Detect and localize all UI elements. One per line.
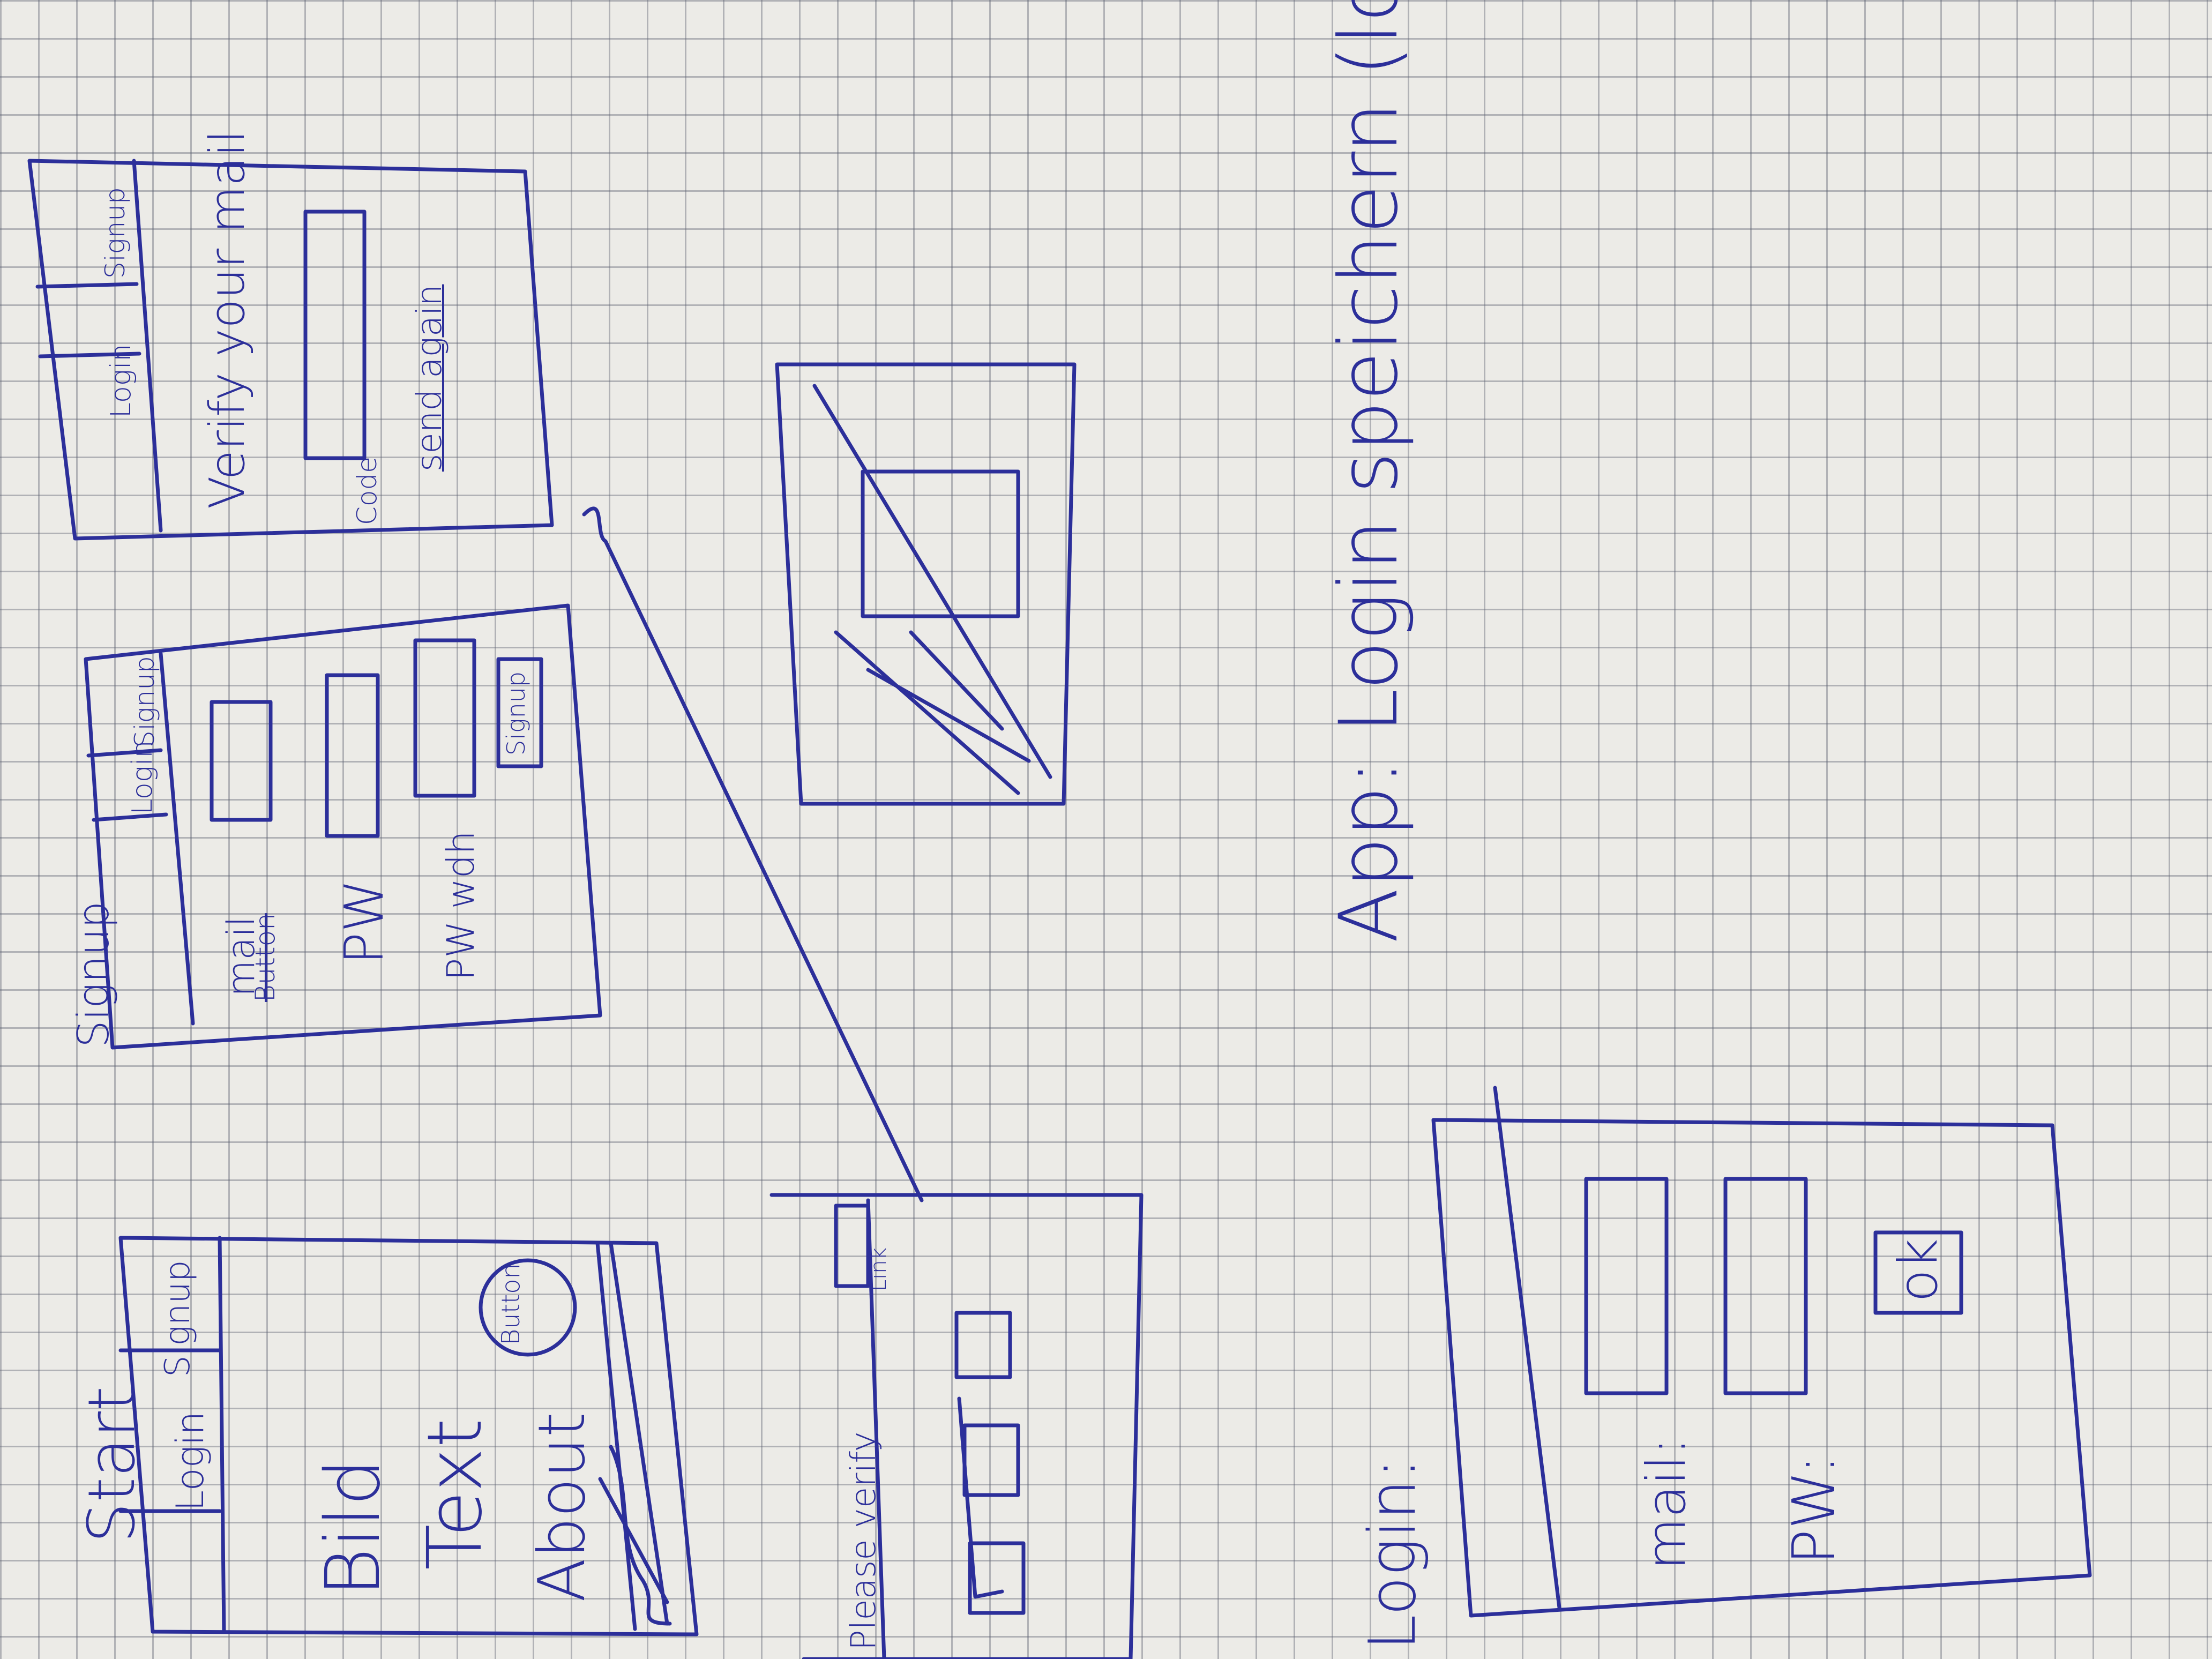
- signup-pw-wdh-text: PW wdh: [439, 831, 483, 981]
- signup-pw-text: PW: [333, 879, 395, 965]
- start-bild-text: Bild: [310, 1458, 397, 1597]
- signup-frame-outline: [84, 603, 602, 1050]
- start-button-circle: [479, 1258, 577, 1357]
- modal-hatch-4: [909, 630, 1004, 731]
- signup-button: [496, 657, 543, 768]
- signup-signup-tab-text[interactable]: Signup: [129, 656, 160, 748]
- app-note-text: App: Login speichern (lokal): [1322, 0, 1416, 943]
- signup-struck-text: Button: [250, 913, 281, 1002]
- verify-tab-line-a: [35, 282, 139, 289]
- please-verify-input-c: [968, 1541, 1026, 1615]
- verify-heading-text: Verify your mail: [199, 130, 256, 509]
- start-frame-outline: [118, 1236, 699, 1636]
- signup-mail-input: [210, 700, 273, 822]
- please-verify-header-line: [866, 1198, 886, 1659]
- start-login-tab-text[interactable]: Login: [168, 1411, 212, 1511]
- verify-signup-tab-text[interactable]: Signup: [100, 187, 131, 279]
- start-footer-line-b: [609, 1241, 669, 1626]
- signup-pw-wdh-input: [413, 638, 476, 798]
- login-ok-text[interactable]: ok: [1887, 1238, 1949, 1302]
- login-mail-input: [1584, 1177, 1669, 1395]
- start-about-text: About: [525, 1412, 600, 1602]
- start-title-text: Start: [75, 1386, 150, 1543]
- signup-title-text: Signup: [69, 901, 118, 1048]
- start-button-text[interactable]: Button: [496, 1263, 525, 1345]
- login-pw-input: [1723, 1177, 1808, 1395]
- verify-code-input: [303, 210, 367, 460]
- signup-pw-input: [325, 673, 380, 838]
- verify-frame-outline: [27, 159, 554, 541]
- signup-login-tab-text[interactable]: Login: [126, 740, 159, 814]
- verify-login-tab-text[interactable]: Login: [105, 343, 137, 418]
- please-verify-title-text: Please verify: [844, 1431, 884, 1650]
- connector-line: [582, 506, 924, 1202]
- please-verify-small-box: [834, 1204, 870, 1288]
- modal-hatch-2: [834, 630, 1020, 795]
- login-title-text: Login:: [1356, 1458, 1430, 1650]
- login-pw-text: PW:: [1780, 1454, 1848, 1565]
- start-footer-scribble: [609, 1445, 672, 1626]
- signup-tab-line-b: [92, 812, 168, 822]
- please-verify-input-b: [962, 1423, 1020, 1497]
- start-about-underline: [598, 1477, 669, 1604]
- verify-header-line: [132, 159, 163, 533]
- modal-hatch-1: [812, 384, 1052, 779]
- modal-frame: [775, 362, 1077, 806]
- signup-header-line: [159, 652, 195, 1026]
- modal-inner: [861, 469, 1020, 618]
- signup-tab-line-a: [86, 748, 163, 758]
- verify-send-again-link[interactable]: send again: [410, 284, 450, 472]
- please-verify-input-a: [954, 1311, 1012, 1379]
- login-ok-button: [1873, 1230, 1963, 1315]
- please-verify-frame: [769, 1193, 1144, 1659]
- start-footer-line-a: [595, 1241, 637, 1631]
- signup-button-text[interactable]: Signup: [502, 671, 530, 756]
- please-verify-bar: [957, 1396, 1004, 1599]
- login-mail-text: mail:: [1635, 1437, 1698, 1570]
- login-frame-outline: [1431, 1118, 2092, 1618]
- verify-tab-line-b: [38, 352, 141, 358]
- start-signup-tab-text[interactable]: Signup: [158, 1260, 198, 1377]
- start-header-line: [218, 1236, 226, 1634]
- please-verify-small-text[interactable]: Link: [866, 1247, 891, 1291]
- verify-code-text: Code: [352, 456, 383, 525]
- start-text-text: Text: [412, 1418, 499, 1570]
- login-header-line: [1493, 1086, 1561, 1610]
- modal-hatch-3: [866, 668, 1031, 763]
